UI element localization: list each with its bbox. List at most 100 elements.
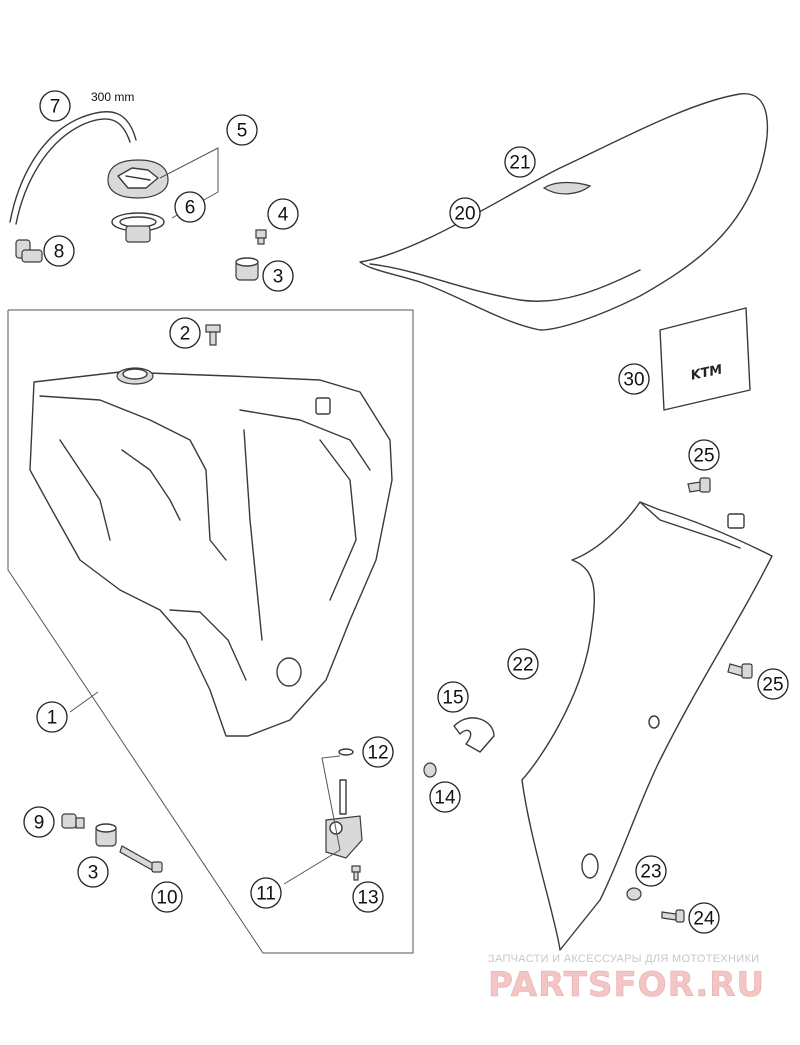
clamp xyxy=(423,762,437,778)
callout-label: 8 xyxy=(54,242,65,263)
callout-c11: 11 xyxy=(250,877,282,909)
callout-label: 15 xyxy=(442,688,463,709)
elbow-fitting xyxy=(15,239,43,263)
callout-circle xyxy=(43,235,75,267)
callout-circle xyxy=(757,668,789,700)
callout-label: 21 xyxy=(509,153,530,174)
callout-label: 11 xyxy=(256,884,276,905)
callout-c10: 10 xyxy=(151,881,183,913)
side-panel xyxy=(521,501,773,951)
leader-1 xyxy=(69,691,99,713)
decal: KTM xyxy=(659,307,751,411)
o-ring xyxy=(338,748,354,756)
seat xyxy=(359,93,769,331)
watermark-tagline: ЗАПЧАСТИ И АКСЕССУАРЫ ДЛЯ МОТОТЕХНИКИ xyxy=(488,953,759,965)
callout-circle xyxy=(226,114,258,146)
callout-label: 6 xyxy=(185,198,196,219)
callout-circle xyxy=(429,781,461,813)
callout-c24: 24 xyxy=(688,902,720,934)
cap-gasket xyxy=(111,212,165,243)
callout-circle xyxy=(262,260,294,292)
screw-13 xyxy=(351,865,361,881)
callout-label: 13 xyxy=(357,888,378,909)
callout-circle xyxy=(362,736,394,768)
callout-c13: 13 xyxy=(352,881,384,913)
callout-c7: 7 xyxy=(39,90,71,122)
callout-c22: 22 xyxy=(507,648,539,680)
callout-circle xyxy=(23,806,55,838)
callout-c3a: 3 xyxy=(262,260,294,292)
callout-circle xyxy=(635,855,667,887)
callout-c25b: 25 xyxy=(757,668,789,700)
callout-c9: 9 xyxy=(23,806,55,838)
callout-c12: 12 xyxy=(362,736,394,768)
callout-label: 20 xyxy=(454,204,475,225)
callout-c8: 8 xyxy=(43,235,75,267)
callout-c21: 21 xyxy=(504,146,536,178)
callout-circle xyxy=(36,701,68,733)
fuel-tank xyxy=(29,367,393,737)
callout-c14: 14 xyxy=(429,781,461,813)
callout-label: 1 xyxy=(47,708,58,729)
callout-c6: 6 xyxy=(174,191,206,223)
callout-circle xyxy=(39,90,71,122)
screw-24 xyxy=(661,909,685,923)
hose-elbow xyxy=(453,717,495,753)
screw-9 xyxy=(61,813,85,829)
callout-label: 9 xyxy=(34,813,45,834)
callout-label: 3 xyxy=(273,267,284,288)
spacer-3-top xyxy=(235,257,259,281)
bolt-4 xyxy=(255,229,267,245)
callout-label: 12 xyxy=(367,743,388,764)
breather-hose-inner xyxy=(15,118,131,225)
callout-layer: 7 5 6 8 4 3 2 21 20 30 25 25 22 15 14 12 1 9 3 10 11 13 23 24 xyxy=(23,90,789,934)
callout-label: 7 xyxy=(50,97,61,118)
callout-circle xyxy=(352,881,384,913)
callout-circle xyxy=(437,681,469,713)
tank-group-frame xyxy=(7,309,414,954)
callout-c5: 5 xyxy=(226,114,258,146)
callout-circle xyxy=(250,877,282,909)
callout-c4: 4 xyxy=(267,198,299,230)
callout-c25a: 25 xyxy=(688,439,720,471)
callout-label: 4 xyxy=(278,205,289,226)
callout-label: 25 xyxy=(762,675,783,696)
callout-circle xyxy=(618,363,650,395)
breather-hose xyxy=(9,111,137,223)
callout-circle xyxy=(267,198,299,230)
decal-brand: KTM xyxy=(689,362,723,383)
callout-c30: 30 xyxy=(618,363,650,395)
callout-label: 22 xyxy=(512,655,533,676)
callout-c3b: 3 xyxy=(77,856,109,888)
callout-circle xyxy=(688,902,720,934)
callout-label: 5 xyxy=(237,121,248,142)
callout-circle xyxy=(449,197,481,229)
callout-c23: 23 xyxy=(635,855,667,887)
nut-23 xyxy=(626,887,642,901)
callout-label: 25 xyxy=(693,446,714,467)
callout-circle xyxy=(507,648,539,680)
callout-label: 30 xyxy=(623,370,644,391)
callout-circle xyxy=(151,881,183,913)
callout-label: 3 xyxy=(88,863,99,884)
callout-label: 10 xyxy=(156,888,177,909)
fuel-tap xyxy=(325,779,363,859)
spacer-3-bottom xyxy=(95,823,117,847)
callout-circle xyxy=(504,146,536,178)
callout-label: 24 xyxy=(693,909,715,930)
callout-circle xyxy=(174,191,206,223)
bolt-25-right xyxy=(727,663,753,679)
callout-circle xyxy=(688,439,720,471)
screw-2 xyxy=(205,324,221,346)
fuel-cap xyxy=(107,159,169,199)
callout-c15: 15 xyxy=(437,681,469,713)
leader-11-12 xyxy=(283,755,341,885)
callout-circle xyxy=(77,856,109,888)
callout-c1: 1 xyxy=(36,701,68,733)
watermark-logo: PARTSFOR.RU xyxy=(488,965,765,1005)
callout-c2: 2 xyxy=(169,317,201,349)
bolt-25-top xyxy=(687,477,711,493)
bolt-10 xyxy=(119,845,163,873)
